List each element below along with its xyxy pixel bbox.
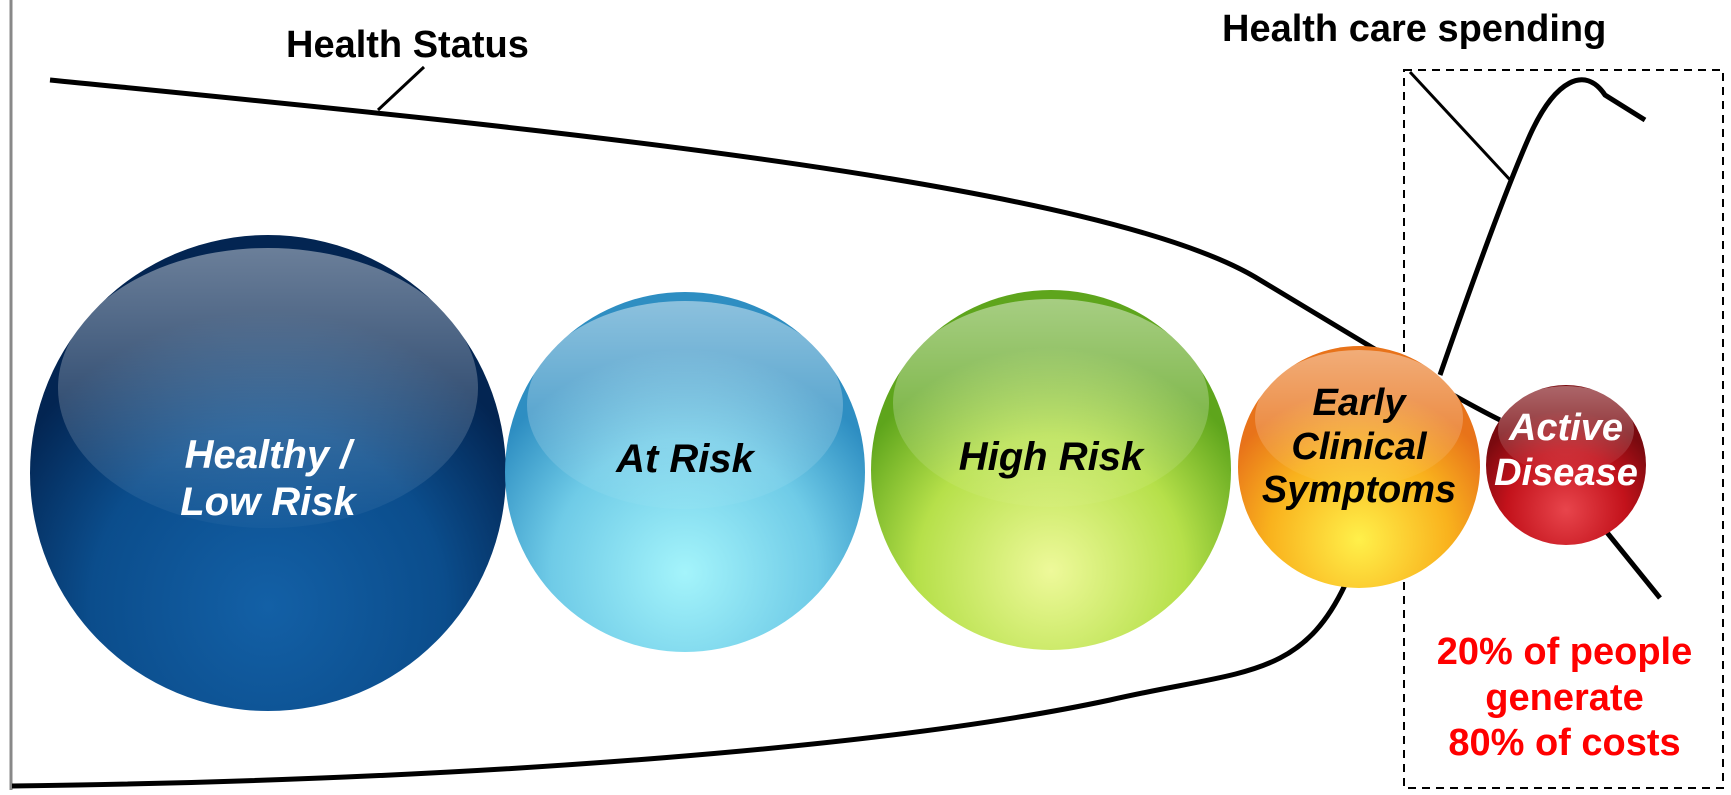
sphere-label-line: Low Risk <box>180 480 356 525</box>
health-status-curve-lower <box>11 583 1348 789</box>
costs-note-line: 20% of people <box>1436 631 1693 673</box>
spending-leader-line <box>1408 70 1514 184</box>
sphere-label-line: Disease <box>1494 451 1638 494</box>
sphere-label-active-disease: Active Disease <box>1476 406 1656 496</box>
sphere-label-line: Symptoms <box>1261 469 1457 512</box>
sphere-label-line: Healthy / <box>184 433 352 477</box>
spending-curve-tail <box>1603 528 1662 600</box>
sphere-active-disease <box>1486 385 1646 545</box>
sphere-early-clinical-symptoms <box>1238 346 1480 588</box>
sphere-label-at-risk: At Risk <box>616 437 754 481</box>
costs-note: 20% of people generate 80% of costs <box>1412 630 1717 767</box>
sphere-label-healthy-low-risk: Healthy / Low Risk <box>118 432 418 526</box>
sphere-label-line: Active <box>1508 407 1624 449</box>
sphere-label-line: Early <box>1312 382 1406 424</box>
sphere-label-high-risk: High Risk <box>958 435 1144 479</box>
sphere-healthy-low-risk <box>30 235 506 711</box>
health-care-spending-label: Health care spending <box>1222 8 1607 50</box>
sphere-at-risk <box>505 292 865 652</box>
health-care-spending-curve <box>1437 77 1647 376</box>
sphere-label-line: Clinical <box>1291 425 1427 468</box>
costs-note-line: 80% of costs <box>1448 722 1681 765</box>
sphere-label-early-clinical-symptoms: Early Clinical Symptoms <box>1239 382 1479 513</box>
costs-note-line: generate <box>1485 676 1644 719</box>
health-status-label: Health Status <box>286 24 529 66</box>
sphere-high-risk <box>871 290 1231 650</box>
health-status-leader-line <box>376 65 426 112</box>
